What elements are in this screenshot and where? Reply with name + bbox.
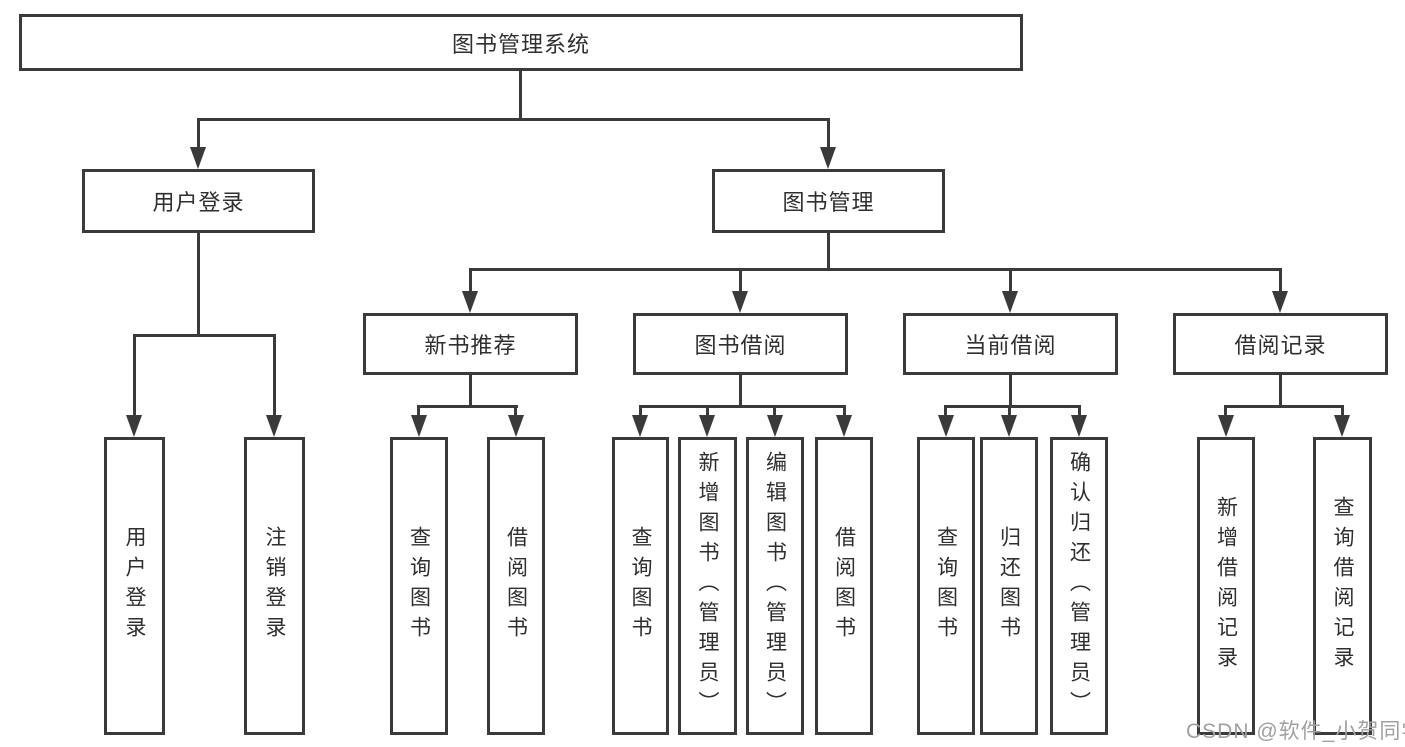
connector-records-stem [1279, 375, 1282, 408]
connector-bookmgmt-drop [1009, 268, 1012, 294]
arrow-down-icon [1272, 291, 1288, 313]
arrow-down-icon [190, 147, 206, 169]
node-new-book-recommend: 新书推荐 [363, 313, 578, 375]
connector-userlogin-bar [133, 334, 276, 337]
connector-currentborrow-bar [944, 405, 1081, 408]
connector-currentborrow-drop [944, 405, 947, 418]
connector-bookmgmt-drop [739, 268, 742, 294]
connector-bookmgmt-stem [827, 233, 830, 271]
connector-root-bar [197, 118, 830, 121]
connector-root-stem [519, 70, 522, 120]
connector-bookborrow-stem [739, 375, 742, 408]
leaf-add-borrow-record: 新增借阅记录 [1197, 437, 1255, 735]
arrow-down-icon [508, 415, 524, 437]
arrow-down-icon [266, 415, 282, 437]
arrow-down-icon [1001, 415, 1017, 437]
arrow-down-icon [632, 415, 648, 437]
node-borrow-records: 借阅记录 [1173, 313, 1388, 375]
leaf-logout: 注销登录 [244, 437, 305, 735]
leaf-borrow-books: 借阅图书 [815, 437, 873, 735]
node-current-borrow: 当前借阅 [903, 313, 1118, 375]
arrow-down-icon [462, 291, 478, 313]
connector-userlogin-drop [133, 334, 136, 417]
connector-records-bar [1224, 405, 1344, 408]
leaf-confirm-return-admin: 确认归还（管理员） [1050, 437, 1108, 735]
node-book-management: 图书管理 [712, 169, 945, 233]
connector-currentborrow-drop [1078, 405, 1081, 418]
leaf-query-books: 查询图书 [917, 437, 975, 735]
leaf-borrow-books: 借阅图书 [487, 437, 545, 735]
arrow-down-icon [938, 415, 954, 437]
connector-userlogin-stem [197, 233, 200, 337]
leaf-return-book: 归还图书 [980, 437, 1038, 735]
node-book-borrow: 图书借阅 [633, 313, 848, 375]
arrow-down-icon [820, 147, 836, 169]
arrow-down-icon [126, 415, 142, 437]
arrow-down-icon [836, 415, 852, 437]
arrow-down-icon [732, 291, 748, 313]
leaf-add-book-admin: 新增图书（管理员） [678, 437, 737, 735]
arrow-down-icon [1071, 415, 1087, 437]
connector-bookborrow-drop [706, 405, 709, 418]
connector-bookmgmt-bar [469, 268, 1282, 271]
connector-newbook-drop [417, 405, 420, 418]
connector-records-drop [1224, 405, 1227, 418]
connector-bookmgmt-drop [469, 268, 472, 294]
connector-newbook-drop [514, 405, 517, 418]
leaf-query-books: 查询图书 [612, 437, 669, 735]
arrow-down-icon [767, 415, 783, 437]
connector-bookborrow-bar [639, 405, 846, 408]
csdn-watermark: CSDN @软件_小贺同学 [1186, 720, 1405, 743]
connector-root-drop-right [827, 118, 830, 150]
connector-bookborrow-drop [843, 405, 846, 418]
arrow-down-icon [1218, 415, 1234, 437]
leaf-query-books: 查询图书 [390, 437, 448, 735]
arrow-down-icon [1334, 415, 1350, 437]
node-user-login: 用户登录 [82, 169, 315, 233]
arrow-down-icon [1002, 291, 1018, 313]
connector-root-drop-left [197, 118, 200, 150]
connector-bookborrow-drop [639, 405, 642, 418]
connector-records-drop [1341, 405, 1344, 418]
connector-userlogin-drop [273, 334, 276, 417]
connector-currentborrow-stem [1009, 375, 1012, 408]
connector-bookborrow-drop [773, 405, 776, 418]
connector-currentborrow-drop [1008, 405, 1011, 418]
connector-bookmgmt-drop [1279, 268, 1282, 294]
leaf-user-login: 用户登录 [104, 437, 165, 735]
arrow-down-icon [411, 415, 427, 437]
connector-newbook-stem [469, 375, 472, 408]
arrow-down-icon [699, 415, 715, 437]
leaf-query-borrow-record: 查询借阅记录 [1313, 437, 1372, 735]
leaf-edit-book-admin: 编辑图书（管理员） [746, 437, 804, 735]
node-library-system: 图书管理系统 [19, 14, 1023, 71]
connector-newbook-bar [417, 405, 518, 408]
